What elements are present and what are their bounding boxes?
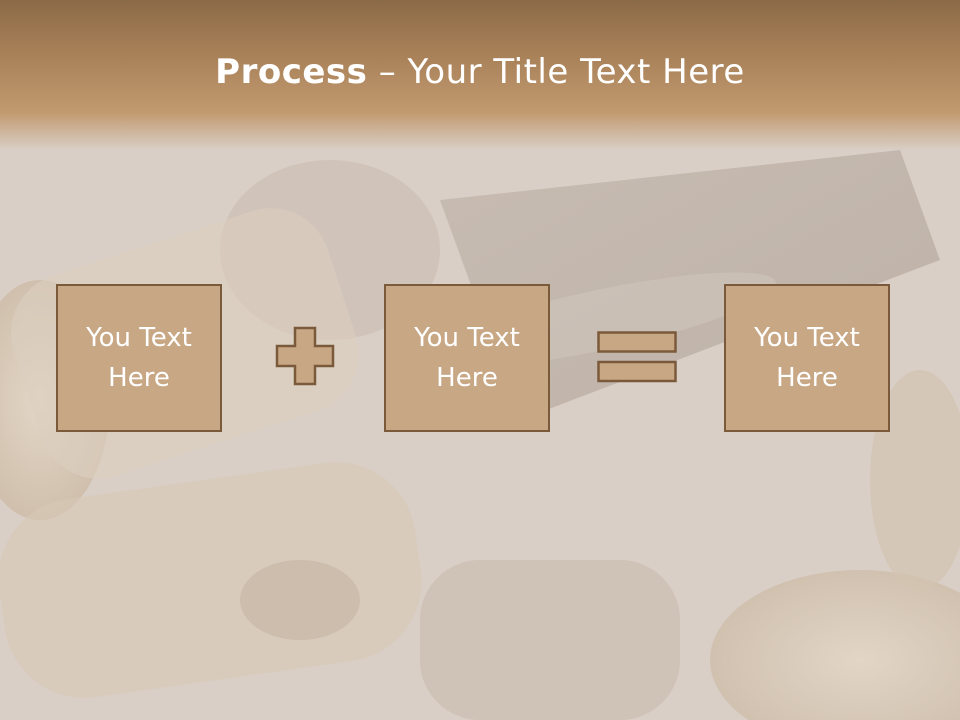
equals-icon	[597, 331, 677, 383]
slide-title: Process – Your Title Text Here	[0, 52, 960, 92]
title-band	[0, 0, 960, 150]
process-box-3-label: You Text Here	[754, 323, 860, 393]
title-dash: –	[367, 52, 408, 92]
process-box-3[interactable]: You Text Here	[724, 284, 890, 432]
process-box-1-label: You Text Here	[86, 323, 192, 393]
process-box-2-label: You Text Here	[414, 323, 520, 393]
process-box-2[interactable]: You Text Here	[384, 284, 550, 432]
title-bold: Process	[215, 52, 368, 92]
title-text: Your Title Text Here	[407, 52, 745, 92]
plus-icon	[275, 326, 335, 386]
process-box-1[interactable]: You Text Here	[56, 284, 222, 432]
